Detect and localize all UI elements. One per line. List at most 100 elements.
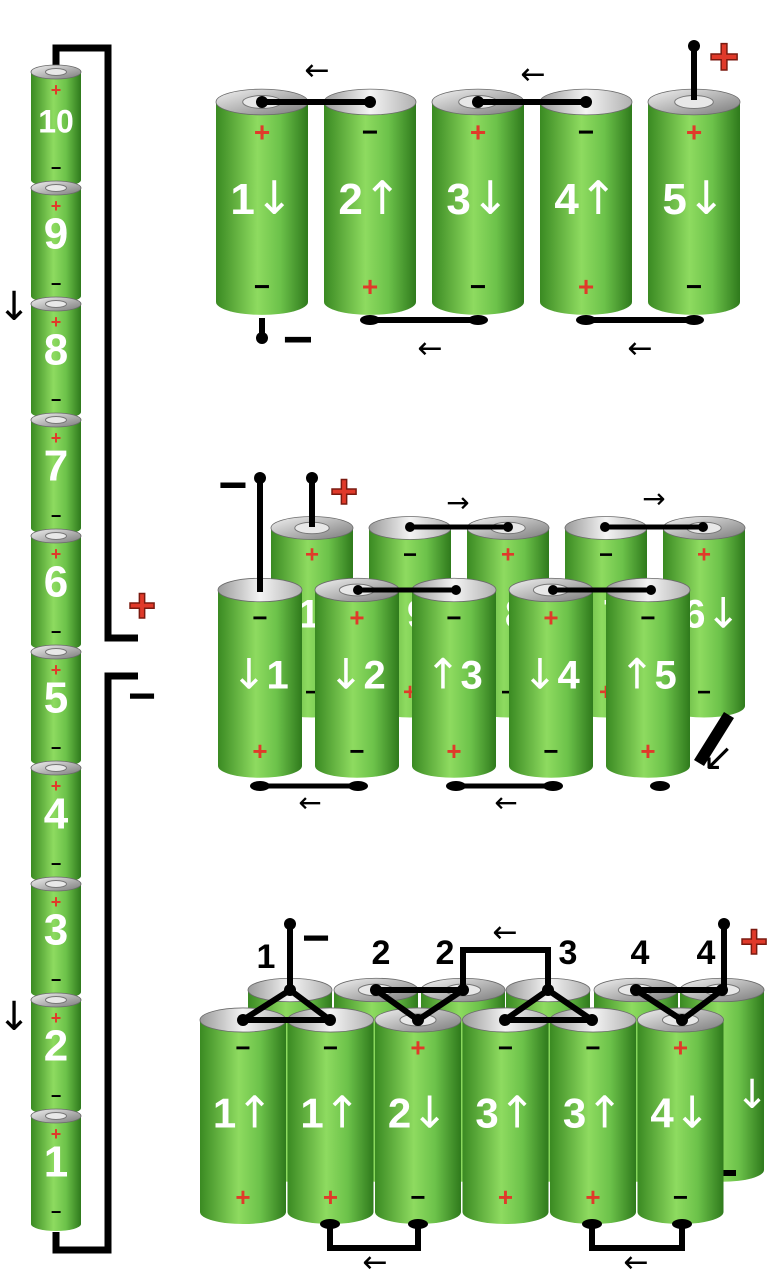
weld-dot <box>542 984 554 996</box>
plus-sign: + <box>578 271 594 302</box>
parallel-triangle-link-1 <box>240 987 333 1023</box>
parallel-bridge-2-3 <box>460 947 551 990</box>
column-flow-arrow-bottom: ↓ <box>0 994 31 1040</box>
minus-sign: − <box>51 738 62 758</box>
double-flow-arrow-diagonal: ↙ <box>702 735 734 779</box>
column-plus-wire <box>52 44 138 642</box>
plus-sign: + <box>51 1008 62 1028</box>
parallel-front-cell-1: −+1↑ <box>199 1007 287 1225</box>
plus-sign: + <box>362 271 378 302</box>
weld-dot <box>412 1014 424 1026</box>
double-front-cell-4: +−↓4 <box>508 577 594 778</box>
parallel-group-label-2b: 2 <box>436 934 455 972</box>
plus-sign: + <box>51 312 62 332</box>
column-cell-4: +−4 <box>30 760 82 883</box>
positive-nub <box>45 300 67 308</box>
direction-arrow: ↓ <box>328 650 363 699</box>
plus-sign: + <box>235 1182 250 1212</box>
minus-sign: − <box>349 736 364 766</box>
minus-sign: − <box>686 271 702 302</box>
minus-sign: − <box>252 602 267 632</box>
cell-body <box>637 1020 724 1225</box>
direction-arrow: ↓ <box>706 589 741 638</box>
cell-body <box>31 884 81 999</box>
direction-arrow: ↑ <box>425 650 460 699</box>
cell-label: 9 <box>44 209 68 258</box>
cell-body <box>218 590 302 778</box>
double-flow-arrow-back-left: → <box>446 486 469 519</box>
minus-sign: − <box>403 541 417 568</box>
cell-body <box>31 420 81 535</box>
minus-sign: − <box>599 541 613 568</box>
parallel-minus-terminal: − <box>302 912 330 965</box>
plus-sign: + <box>543 602 558 632</box>
cell-body <box>550 1020 636 1225</box>
direction-arrow: ↑ <box>363 171 402 225</box>
double-diagonal-link <box>694 712 734 766</box>
minus-sign: − <box>323 1033 338 1063</box>
double-minus-terminal: − <box>218 457 247 513</box>
weld-dot <box>370 984 382 996</box>
cell-label: 3 <box>44 905 68 954</box>
weld-dot <box>324 1014 336 1026</box>
parallel-pack: ↓ ← −+1↑−+1↑+−2↓−+3↑−+3↑+−4↓ 1 2 2 3 4 4… <box>199 912 769 1280</box>
minus-sign: − <box>51 1086 62 1106</box>
plus-sign: + <box>470 116 486 147</box>
column-cell-2: +−2 <box>30 992 82 1115</box>
plus-sign: + <box>686 116 702 147</box>
positive-nub <box>45 1112 67 1120</box>
parallel-plus-terminal: + <box>740 916 768 969</box>
column-stack: +−10+−9+−8+−7+−6+−5+−4+−3+−2+−1 + − ↓ ↓ <box>0 44 157 1254</box>
plus-sign: + <box>51 892 62 912</box>
plus-sign: + <box>323 1182 338 1212</box>
minus-sign: − <box>640 602 655 632</box>
minus-sign: − <box>51 506 62 526</box>
minus-sign: − <box>51 970 62 990</box>
weld-dot <box>676 1014 688 1026</box>
cell-body <box>31 1116 81 1231</box>
plus-sign: + <box>501 541 515 568</box>
direction-arrow: ↓ <box>687 171 726 225</box>
parallel-group-label-4b: 4 <box>697 934 716 972</box>
cell-label: 1 <box>44 1137 68 1186</box>
plus-sign: + <box>51 1124 62 1144</box>
minus-sign: − <box>235 1033 250 1063</box>
parallel-group-label-4a: 4 <box>631 934 650 972</box>
minus-sign: − <box>51 390 62 410</box>
minus-sign: − <box>697 679 711 706</box>
cell-label: ↓2 <box>328 650 385 699</box>
parallel-flow-arrow-bottom-right: ← <box>623 1245 648 1280</box>
cell-label: ↑3 <box>425 650 482 699</box>
parallel-front-cell-4: −+3↑ <box>462 1007 549 1225</box>
minus-sign: − <box>51 158 62 178</box>
cell-body <box>648 102 740 315</box>
cell-label: 4↓ <box>650 1088 710 1139</box>
direction-arrow: ↓ <box>255 171 294 225</box>
column-cell-10: +−10 <box>30 64 82 187</box>
plus-sign: + <box>51 80 62 100</box>
direction-arrow: ↓ <box>231 650 266 699</box>
weld-dot <box>630 984 642 996</box>
cell-body <box>606 590 690 778</box>
minus-sign: − <box>51 622 62 642</box>
cell-body <box>31 72 81 187</box>
minus-sign: − <box>51 1202 62 1222</box>
cell-label: ↓4 <box>522 650 580 699</box>
positive-nub <box>45 996 67 1004</box>
minus-sign <box>722 1170 736 1176</box>
cell-body <box>287 1020 374 1225</box>
cell-body <box>315 590 399 778</box>
column-cell-6: +−6 <box>30 528 82 651</box>
plus-sign: + <box>349 602 364 632</box>
column-minus-wire <box>52 672 138 1254</box>
plus-sign: + <box>446 736 461 766</box>
double-flow-arrow-back-right: → <box>642 482 665 515</box>
parallel-triangle-link-2 <box>373 987 466 1023</box>
parallel-front-cell-3: +−2↓ <box>374 1007 462 1225</box>
row-cell-3: +−3↓ <box>431 88 525 315</box>
plus-sign: + <box>640 736 655 766</box>
positive-nub <box>45 532 67 540</box>
cell-label: 4 <box>44 789 69 838</box>
cell-body <box>462 1020 549 1225</box>
